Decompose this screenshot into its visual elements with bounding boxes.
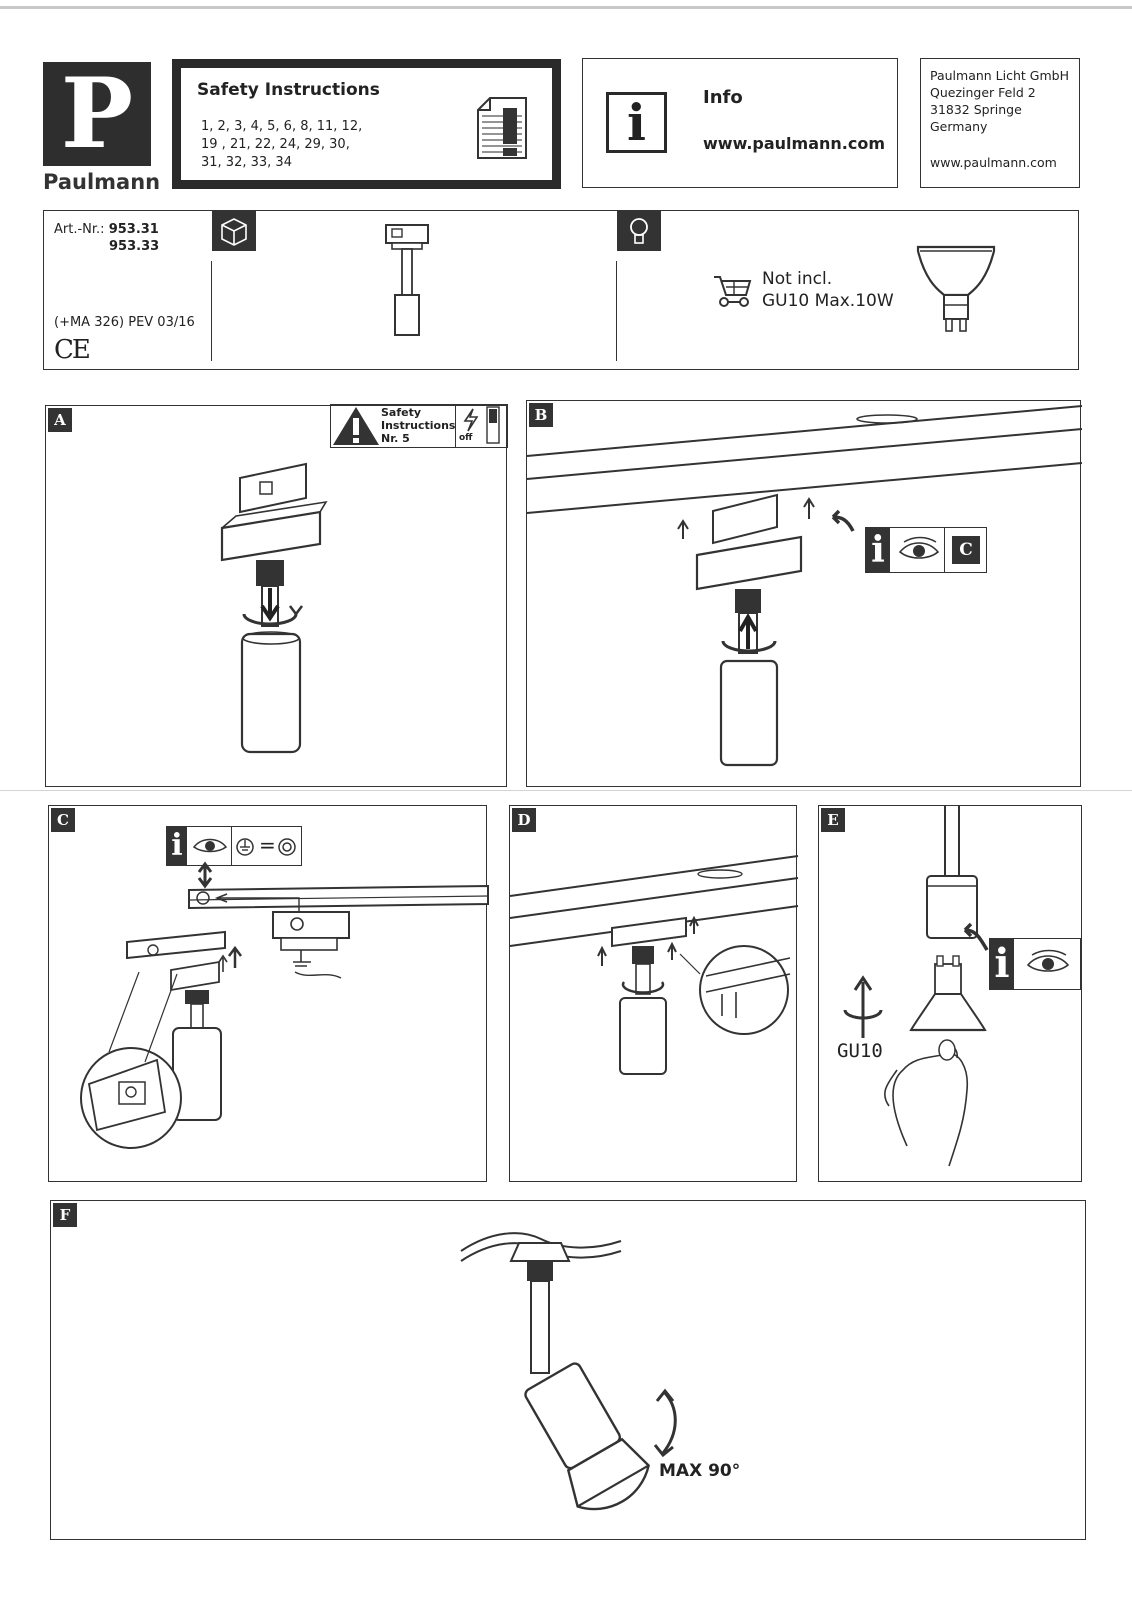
info-box: i Info www.paulmann.com xyxy=(582,58,898,188)
safety-instructions-box: Safety Instructions 1, 2, 3, 4, 5, 6, 8,… xyxy=(172,59,561,189)
divider xyxy=(616,261,617,361)
panel-a: A Safety Instructions Nr. 5 off xyxy=(45,404,508,787)
panel-letter: D xyxy=(512,808,536,832)
bulb-info-reference: i xyxy=(989,938,1081,990)
article-number: 953.33 xyxy=(109,239,160,254)
panel-b: B i C xyxy=(526,400,1083,787)
warning-text: Safety Instructions Nr. 5 xyxy=(381,406,455,445)
track-adapter-illustration xyxy=(220,462,328,754)
curved-arrow-icon xyxy=(831,509,855,532)
info-icon: i xyxy=(606,92,667,153)
circuit-breaker-icon xyxy=(486,406,500,444)
equals-sign: = xyxy=(259,833,276,857)
article-label: Art.-Nr.: xyxy=(54,222,105,237)
panel-d: D xyxy=(509,805,799,1182)
info-title: Info xyxy=(703,87,743,108)
tilt-arrow-icon xyxy=(653,1388,677,1458)
divider xyxy=(944,528,945,572)
see-panel-c-reference: i C xyxy=(865,527,987,573)
fold-line xyxy=(0,790,1132,791)
address-line: Paulmann Licht GmbH xyxy=(930,68,1069,83)
article-numbers: Art.-Nr.: 953.31 xyxy=(54,221,159,239)
panel-letter: E xyxy=(821,808,845,832)
max-tilt-label: MAX 90° xyxy=(659,1461,741,1481)
address-box: Paulmann Licht GmbH Quezinger Feld 2 318… xyxy=(920,58,1080,188)
warning-text-line: Nr. 5 xyxy=(381,432,410,445)
shopping-cart-icon xyxy=(714,276,752,307)
spotlight-tilt-illustration xyxy=(460,1232,650,1511)
lightning-icon xyxy=(463,408,479,432)
logo-letter: P xyxy=(60,57,134,170)
divider xyxy=(455,405,456,447)
safety-numbers-line: 19 , 21, 22, 24, 29, 30, xyxy=(201,137,350,152)
panel-f: F MAX 90° xyxy=(50,1200,1086,1540)
paulmann-logo: P xyxy=(43,62,151,166)
divider xyxy=(231,827,232,865)
scan-edge xyxy=(0,6,1132,9)
earth-symbol-icon xyxy=(236,838,254,856)
brand-name: Paulmann xyxy=(43,170,161,194)
address-url[interactable]: www.paulmann.com xyxy=(930,155,1057,170)
gu10-bulb-icon xyxy=(916,245,996,332)
document-warning-icon xyxy=(477,97,527,159)
panel-reference-letter: C xyxy=(952,536,980,564)
divider xyxy=(211,261,212,361)
bulb-insertion-illustration xyxy=(843,806,989,1167)
eye-icon xyxy=(1026,949,1070,972)
warning-text-line: Safety xyxy=(381,406,422,419)
safety-numbers-line: 1, 2, 3, 4, 5, 6, 8, 11, 12, xyxy=(201,119,363,134)
ceiling-track-illustration xyxy=(526,405,1083,514)
ce-mark: CE xyxy=(54,335,91,365)
bulb-icon xyxy=(617,211,661,251)
bulb-spec: GU10 Max.10W xyxy=(762,291,894,311)
safety-numbers: 1, 2, 3, 4, 5, 6, 8, 11, 12, 19 , 21, 22… xyxy=(201,118,362,172)
info-icon-letter: i xyxy=(990,939,1014,989)
eye-icon xyxy=(192,838,228,853)
panel-letter: B xyxy=(529,403,553,427)
package-contents-icon xyxy=(212,211,256,251)
not-included-label: Not incl. xyxy=(762,269,833,289)
article-row: Art.-Nr.: 953.31 953.33 (+MA 326) PEV 03… xyxy=(43,210,1079,370)
gu10-socket-label: GU10 xyxy=(837,1040,883,1062)
power-off-label: off xyxy=(459,433,473,443)
address-lines: Paulmann Licht GmbH Quezinger Feld 2 318… xyxy=(930,67,1079,171)
ring-symbol-icon xyxy=(278,838,296,856)
panel-e: E GU10 i xyxy=(818,805,1082,1182)
panel-letter: C xyxy=(51,808,75,832)
info-url[interactable]: www.paulmann.com xyxy=(703,134,885,153)
info-icon-letter: i xyxy=(167,827,187,865)
panel-letter: F xyxy=(53,1203,77,1227)
info-icon-letter: i xyxy=(627,93,646,152)
safety-title: Safety Instructions xyxy=(197,80,380,100)
track-spotlight-product-icon xyxy=(385,224,429,336)
spotlight-mount-illustration xyxy=(677,493,815,767)
address-line: 31832 Springe xyxy=(930,102,1022,117)
safety-numbers-line: 31, 32, 33, 34 xyxy=(201,155,292,170)
installed-spotlight-illustration xyxy=(509,855,799,1075)
earth-contact-illustration xyxy=(80,861,489,1149)
safety-warning-badge: Safety Instructions Nr. 5 off xyxy=(330,404,508,448)
address-line: Quezinger Feld 2 xyxy=(930,85,1036,100)
earth-alignment-info: i = xyxy=(166,826,302,866)
article-code: (+MA 326) PEV 03/16 xyxy=(54,315,195,330)
address-line: Germany xyxy=(930,119,988,134)
panel-letter: A xyxy=(48,408,72,432)
info-icon-letter: i xyxy=(866,528,890,572)
article-number: 953.31 xyxy=(108,222,159,237)
panel-c: C i = xyxy=(48,805,489,1182)
eye-icon xyxy=(898,536,940,559)
warning-triangle-icon xyxy=(333,407,379,445)
warning-text-line: Instructions xyxy=(381,419,456,432)
